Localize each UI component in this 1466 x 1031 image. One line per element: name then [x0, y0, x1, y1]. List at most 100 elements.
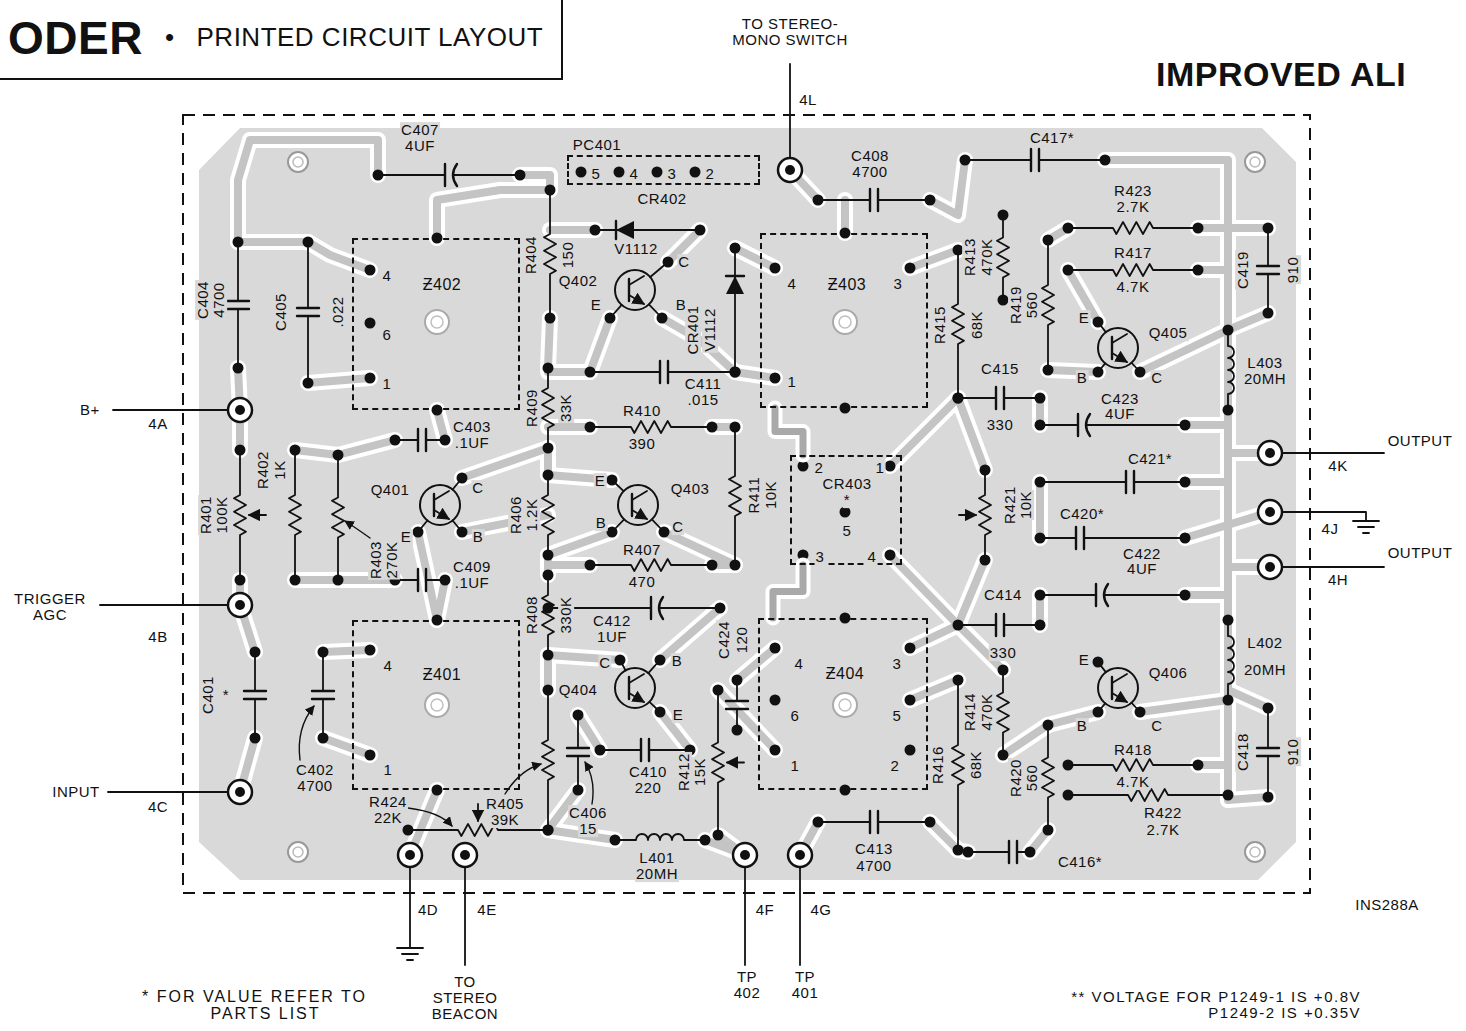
value-label: 390 [628, 436, 657, 452]
part-reference: C414 [983, 587, 1023, 603]
solder-pad [1193, 265, 1204, 276]
part-reference: L401 [638, 850, 675, 866]
terminal-ring [788, 843, 812, 867]
can-hole [833, 310, 857, 334]
wiper-arrow [959, 514, 976, 516]
trace-halo [548, 318, 550, 368]
value-label: B+ [79, 402, 101, 418]
transistor-pin: B [671, 653, 684, 669]
solder-pad [614, 167, 625, 178]
pin-number: 2 [705, 166, 716, 182]
diode-lead [734, 248, 736, 372]
terminal-center [235, 787, 245, 797]
transistor-pin: C [677, 254, 690, 270]
terminal-ring [453, 843, 477, 867]
copper-trace [1140, 700, 1228, 712]
value-label: 470K [979, 692, 995, 731]
value-label: 4700 [296, 778, 333, 794]
transistor-base [628, 677, 630, 699]
can-hole [425, 310, 449, 334]
value-label: 150 [560, 241, 576, 270]
value-label: 4700 [855, 858, 892, 874]
inductor-symbol [1228, 330, 1234, 410]
solder-pad [905, 643, 916, 654]
capacitor-plate [312, 698, 334, 700]
resistor-symbol [590, 421, 712, 433]
solder-pad [1263, 703, 1274, 714]
capacitor-plate [869, 811, 871, 833]
lead-wire [799, 867, 801, 965]
value-label: V1112 [702, 307, 718, 353]
component-name: Ƶ404 [825, 666, 865, 683]
trace-halo [590, 318, 610, 372]
pin-number: 3 [893, 276, 904, 292]
trace-halo [735, 372, 775, 378]
solder-pad [615, 655, 626, 666]
pin-number: 1 [787, 374, 798, 390]
solder-pad [543, 550, 554, 561]
solder-pad [1025, 847, 1036, 858]
part-reference: R403 [368, 540, 384, 580]
value-label: 4.7K [1116, 774, 1151, 790]
capacitor-plate [1016, 841, 1018, 863]
solder-pad [655, 655, 666, 666]
part-reference: C415 [980, 361, 1020, 377]
trace-halo [1185, 474, 1228, 490]
capacitor-lead [1040, 424, 1078, 426]
copper-trace [1185, 421, 1228, 429]
capacitor-plate [244, 690, 266, 692]
capacitor-lead [1084, 537, 1185, 539]
capacitor-plate [425, 429, 427, 451]
transistor-base [628, 279, 630, 301]
solder-pad [290, 575, 301, 586]
solder-pad [1035, 393, 1046, 404]
transistor-pin: E [672, 707, 685, 723]
pin-number: 1 [382, 376, 393, 392]
trace-halo [773, 565, 803, 618]
transistor-emitter [632, 510, 647, 519]
capacitor-lead [1267, 274, 1269, 313]
resistor-symbol [332, 455, 344, 580]
transistor-base [1111, 677, 1113, 699]
solder-pad [730, 422, 741, 433]
solder-pad [1035, 477, 1046, 488]
pin-number: * [843, 492, 851, 508]
solder-pad [595, 745, 606, 756]
value-label: 68K [969, 310, 985, 340]
transistor-emitter [1112, 693, 1127, 702]
component-outline: 21CR403*534 [790, 455, 902, 565]
copper-trace [1228, 313, 1268, 330]
resistor-symbol [234, 450, 246, 580]
terminal-center [235, 600, 245, 610]
solder-pad [303, 378, 314, 389]
trace-halo [930, 822, 958, 850]
solder-pad [953, 393, 964, 404]
solder-pad [885, 550, 896, 561]
mounting-hole-ring [293, 847, 303, 857]
solder-pad [543, 570, 554, 581]
solder-pad [585, 367, 596, 378]
value-label: TP 401 [785, 969, 825, 1001]
trace-halo [910, 680, 958, 700]
value-label: V1112 [613, 241, 659, 257]
solder-pad [980, 465, 991, 476]
solder-pad [1193, 760, 1204, 771]
solder-pad [1035, 590, 1046, 601]
trace-halo [958, 560, 985, 625]
solder-pad [663, 257, 674, 268]
trace-halo [1228, 220, 1268, 236]
value-label: 10K [1018, 490, 1034, 520]
trace-halo [418, 532, 437, 620]
value-label: 20MH [1243, 371, 1287, 387]
transistor-pin: C [1150, 370, 1163, 386]
capacitor-lead [307, 242, 309, 308]
transistor-collector [1112, 334, 1127, 343]
part-reference: R412 [676, 752, 692, 792]
solder-pad [963, 847, 974, 858]
value-label: 4700 [851, 164, 888, 180]
terminal-ring [398, 843, 422, 867]
solder-pad [543, 825, 554, 836]
solder-pad [700, 835, 711, 846]
trace-halo [308, 242, 370, 270]
capacitor-plate [1008, 841, 1010, 863]
